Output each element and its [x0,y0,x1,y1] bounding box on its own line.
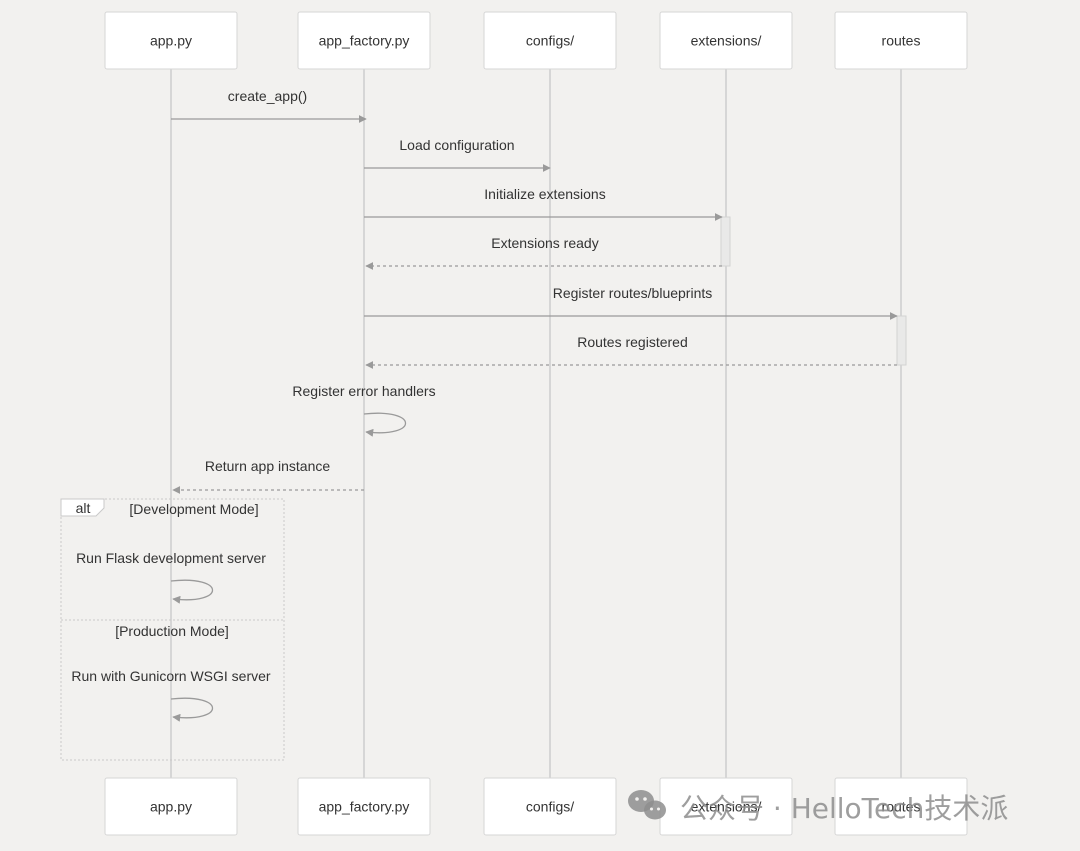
actor-label-factory-bottom: app_factory.py [319,799,410,815]
actor-box-configs-top [483,11,617,70]
alt-frame-tab [60,498,105,517]
actor-box-routes-top [834,11,968,70]
alt-frame-tag: alt [76,500,91,516]
message-8: Run Flask development server [76,550,266,604]
lifelines [170,69,902,778]
message-arrow-8 [170,579,214,604]
message-label-6: Register error handlers [292,383,435,399]
actor-box-factory-bottom [297,777,431,836]
actor-box-configs-bottom [483,777,617,836]
message-label-4: Register routes/blueprints [553,285,713,301]
message-6: Register error handlers [292,383,436,437]
actor-box-app-bottom [104,777,238,836]
alt-condition-production: [Production Mode] [115,623,229,639]
actor-label-extensions-bottom: extensions/ [691,799,762,815]
actor-label-configs-top: configs/ [526,33,574,49]
watermark-text: 公众号 · HelloTech技术派 [680,792,1008,825]
message-label-3: Extensions ready [491,235,598,251]
message-arrow-9 [170,697,214,722]
message-1: Load configuration [364,137,551,172]
message-arrow-6 [363,412,407,437]
actor-box-routes-bottom [834,777,968,836]
message-label-2: Initialize extensions [484,186,605,202]
message-5: Routes registered [365,334,897,369]
wechat-icon [628,790,666,820]
messages: create_app() Load configurationInitialize… [71,88,898,722]
actor-label-app-top: app.py [150,33,192,49]
watermark: 公众号 · HelloTech技术派 [628,790,1008,825]
message-label-9: Run with Gunicorn WSGI server [71,668,271,684]
actor-label-factory-top: app_factory.py [319,33,410,49]
activation-extensions [720,216,731,267]
message-9: Run with Gunicorn WSGI server [71,668,271,722]
message-label-0: create_app() [228,88,307,104]
message-label-1: Load configuration [399,137,514,153]
actor-label-configs-bottom: configs/ [526,799,574,815]
message-3: Extensions ready [365,235,722,270]
actor-label-routes-bottom: routes [882,799,921,815]
alt-frame-border [60,498,285,761]
message-label-5: Routes registered [577,334,688,350]
message-7: Return app instance [172,458,364,494]
message-label-7: Return app instance [205,458,331,474]
actor-label-routes-top: routes [882,33,921,49]
actor-label-extensions-top: extensions/ [691,33,762,49]
actors-bottom: app.py app_factory.py configs/extensions/r… [104,777,968,836]
actor-box-factory-top [297,11,431,70]
actor-box-extensions-top [659,11,793,70]
message-label-8: Run Flask development server [76,550,266,566]
message-2: Initialize extensions [364,186,723,221]
activation-routes [896,315,907,366]
message-4: Register routes/blueprints [364,285,898,320]
actor-label-app-bottom: app.py [150,799,192,815]
actors-top: app.py app_factory.py configs/extensions/r… [104,11,968,70]
alt-condition-development: [Development Mode] [129,501,258,517]
alt-frame: alt [Development Mode] [Production Mode] [60,498,285,761]
message-0: create_app() [171,88,367,123]
actor-box-app-top [104,11,238,70]
